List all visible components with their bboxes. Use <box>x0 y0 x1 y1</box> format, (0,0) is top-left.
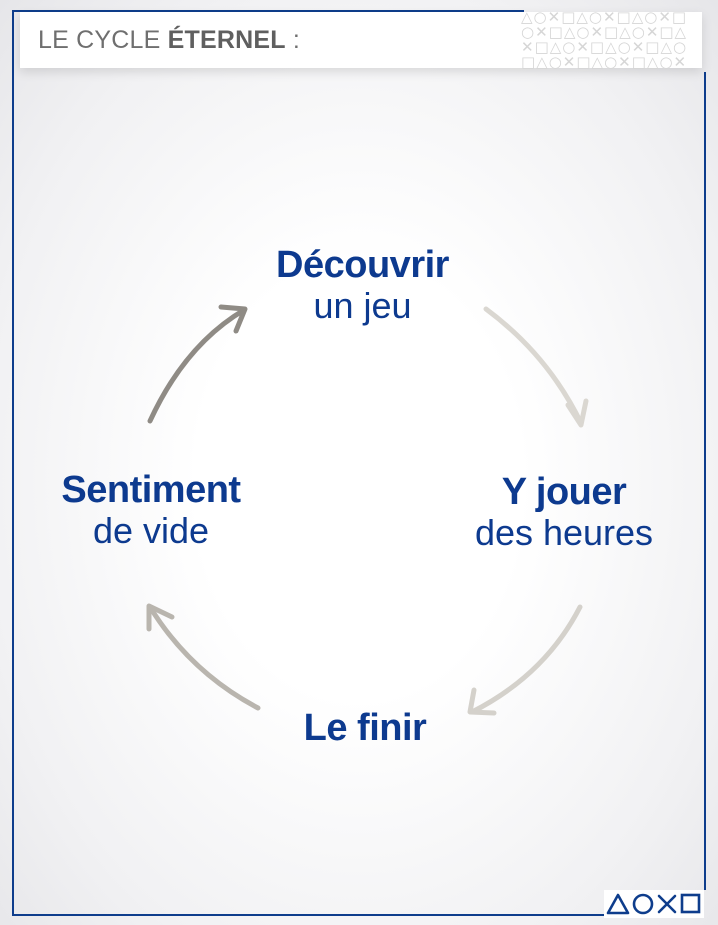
pattern-row: ○✕□△○✕□△○✕□△ <box>521 23 688 41</box>
arrow-top-left <box>147 304 248 424</box>
arrow-top-right <box>483 306 589 428</box>
cross-icon <box>657 894 677 914</box>
frame-left-line <box>12 10 14 916</box>
header-bar: LE CYCLE ÉTERNEL : <box>20 12 702 68</box>
frame-bottom-line <box>12 914 604 916</box>
node-play: Y jouer des heures <box>455 471 673 553</box>
frame-right-line <box>704 72 706 890</box>
title-colon: : <box>285 26 301 54</box>
pattern-row: △○✕□△○✕□△○✕□ <box>521 10 688 26</box>
node-emptiness-title: Sentiment <box>61 469 241 511</box>
node-discover: Découvrir un jeu <box>250 244 475 326</box>
arrow-bottom-left <box>146 603 261 711</box>
node-play-title: Y jouer <box>501 471 627 513</box>
node-emptiness: Sentiment de vide <box>40 469 262 551</box>
node-finish-title: Le finir <box>303 707 427 749</box>
node-discover-subtitle: un jeu <box>313 285 412 326</box>
title-bold: ÉTERNEL <box>167 26 286 54</box>
node-emptiness-subtitle: de vide <box>92 510 210 551</box>
title-light: LE CYCLE <box>38 26 168 54</box>
arrow-bottom-right <box>467 604 583 716</box>
node-play-subtitle: des heures <box>474 512 654 553</box>
triangle-icon <box>606 893 630 915</box>
node-discover-title: Découvrir <box>276 244 449 286</box>
playstation-symbols-logo <box>604 890 704 918</box>
page-title: LE CYCLE ÉTERNEL : <box>38 26 300 55</box>
circle-icon <box>632 893 654 915</box>
frame-top-line <box>12 10 524 12</box>
pattern-row: ✕□△○✕□△○✕□△○ <box>521 38 688 56</box>
square-icon <box>680 893 701 914</box>
node-finish: Le finir <box>270 707 460 749</box>
symbol-pattern: △○✕□△○✕□△○✕□ ○✕□△○✕□△○✕□△ ✕□△○✕□△○✕□△○ □… <box>521 10 705 72</box>
pattern-row: □△○✕□△○✕□△○✕ <box>521 53 688 71</box>
